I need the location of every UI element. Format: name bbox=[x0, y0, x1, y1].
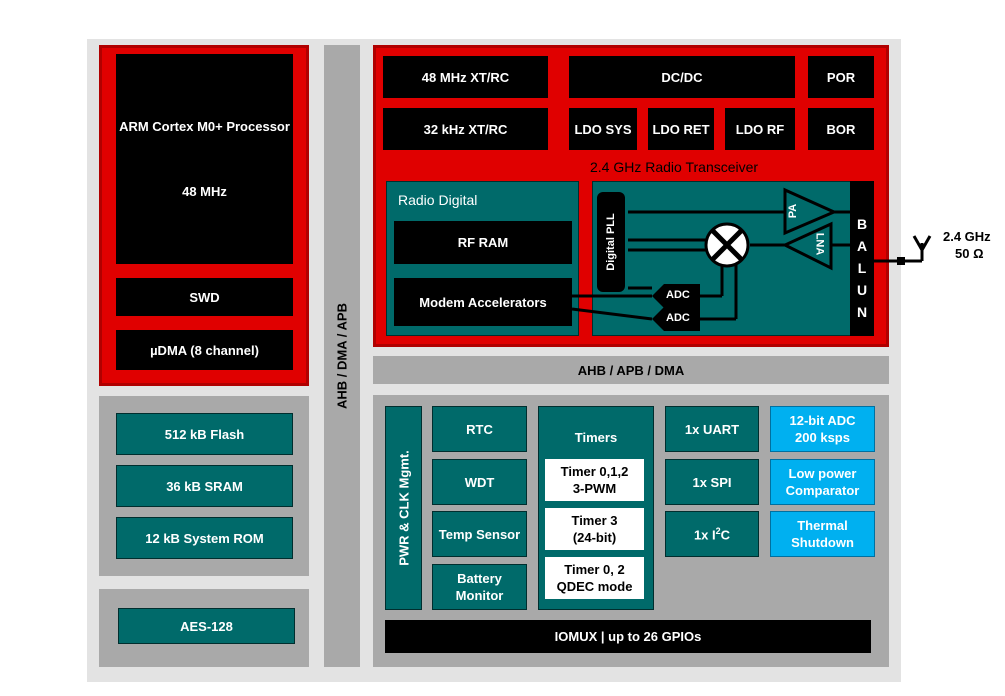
i2c-prefix: 1x I bbox=[693, 527, 716, 543]
iomux-box: IOMUX | up to 26 GPIOs bbox=[385, 620, 871, 653]
pll-box bbox=[597, 192, 625, 292]
adc1-label: ADC bbox=[666, 289, 690, 301]
ldo-rf-label: LDO RF bbox=[735, 121, 785, 137]
balun-box bbox=[850, 181, 874, 336]
comparator-box: Low power Comparator bbox=[770, 459, 875, 505]
por-label: POR bbox=[826, 69, 856, 85]
spi-box: 1x SPI bbox=[665, 459, 759, 505]
xtal32-box: 32 kHz XT/RC bbox=[383, 108, 548, 150]
spi-label: 1x SPI bbox=[692, 474, 732, 490]
rf-ram-label: RF RAM bbox=[457, 235, 509, 250]
ldo-sys-box: LDO SYS bbox=[569, 108, 637, 150]
aes-box: AES-128 bbox=[118, 608, 295, 644]
pwr-clk-label: PWR & CLK Mgmt. bbox=[396, 450, 411, 566]
flash-box: 512 kB Flash bbox=[116, 413, 293, 455]
udma-box: µDMA (8 channel) bbox=[116, 330, 293, 370]
timer-box-3: Timer 0, 2 QDEC mode bbox=[545, 557, 644, 599]
ldo-sys-label: LDO SYS bbox=[574, 121, 632, 137]
processor-label: ARM Cortex M0+ Processor bbox=[119, 119, 290, 134]
timer-label-3: Timer 0, 2 QDEC mode bbox=[556, 562, 633, 594]
por-box: POR bbox=[808, 56, 874, 98]
adc-label: 12-bit ADC 200 ksps bbox=[789, 413, 856, 445]
processor-frequency: 48 MHz bbox=[182, 184, 227, 199]
adc2-label: ADC bbox=[666, 312, 690, 324]
i2c-box: 1x I2C bbox=[665, 511, 759, 557]
horizontal-bus: AHB / APB / DMA bbox=[373, 356, 889, 384]
ldo-rf-box: LDO RF bbox=[725, 108, 795, 150]
pll-label: Digital PLL bbox=[605, 213, 617, 271]
antenna-connector bbox=[897, 257, 905, 265]
timer-label-2: Timer 3 (24-bit) bbox=[571, 513, 618, 545]
flash-label: 512 kB Flash bbox=[164, 426, 245, 442]
xtal48-label: 48 MHz XT/RC bbox=[421, 69, 510, 85]
udma-label: µDMA (8 channel) bbox=[150, 342, 259, 358]
modem-label: Modem Accelerators bbox=[419, 294, 547, 310]
rtc-label: RTC bbox=[466, 421, 493, 437]
antenna-impedance: 50 Ω bbox=[955, 246, 984, 261]
bor-box: BOR bbox=[808, 108, 874, 150]
pwr-clk-box: PWR & CLK Mgmt. bbox=[385, 406, 422, 610]
dcdc-box: DC/DC bbox=[569, 56, 795, 98]
temp-sensor-label: Temp Sensor bbox=[438, 526, 521, 542]
comparator-label: Low power Comparator bbox=[785, 466, 860, 498]
wdt-label: WDT bbox=[464, 474, 495, 490]
rom-box: 12 kB System ROM bbox=[116, 517, 293, 559]
ldo-ret-box: LDO RET bbox=[648, 108, 714, 150]
sram-box: 36 kB SRAM bbox=[116, 465, 293, 507]
uart-label: 1x UART bbox=[684, 421, 740, 437]
ldo-ret-label: LDO RET bbox=[652, 121, 710, 137]
adc1-shape bbox=[652, 284, 700, 308]
pll-label-wrap: Digital PLL bbox=[597, 192, 625, 292]
swd-label: SWD bbox=[189, 289, 220, 305]
radio-title: 2.4 GHz Radio Transceiver bbox=[590, 159, 759, 175]
horizontal-bus-label: AHB / APB / DMA bbox=[577, 362, 685, 378]
adc2-shape bbox=[652, 307, 700, 331]
sram-label: 36 kB SRAM bbox=[166, 478, 243, 494]
timers-title: Timers bbox=[574, 430, 618, 445]
bor-label: BOR bbox=[826, 121, 856, 137]
antenna-frequency: 2.4 GHz bbox=[943, 229, 991, 244]
pa-label: PA bbox=[787, 203, 800, 219]
iomux-label: IOMUX | up to 26 GPIOs bbox=[554, 629, 702, 644]
lna-amplifier bbox=[781, 221, 833, 271]
rtc-box: RTC bbox=[432, 406, 527, 452]
uart-box: 1x UART bbox=[665, 406, 759, 452]
dcdc-label: DC/DC bbox=[661, 69, 703, 85]
modem-box: Modem Accelerators bbox=[394, 278, 572, 326]
rom-label: 12 kB System ROM bbox=[145, 530, 264, 546]
i2c-suffix: C bbox=[720, 527, 731, 543]
temp-sensor-box: Temp Sensor bbox=[432, 511, 527, 557]
battery-monitor-label: Battery Monitor bbox=[455, 571, 504, 603]
i2c-label: 1x I2C bbox=[694, 526, 730, 542]
swd-box: SWD bbox=[116, 278, 293, 316]
battery-monitor-box: Battery Monitor bbox=[432, 564, 527, 610]
pa-amplifier bbox=[783, 187, 838, 236]
thermal-shutdown-box: Thermal Shutdown bbox=[770, 511, 875, 557]
xtal48-box: 48 MHz XT/RC bbox=[383, 56, 548, 98]
aes-label: AES-128 bbox=[180, 618, 233, 634]
timer-label-1: Timer 0,1,2 3-PWM bbox=[560, 464, 629, 496]
timer-box-1: Timer 0,1,2 3-PWM bbox=[545, 459, 644, 501]
vertical-bus: AHB / DMA / APB bbox=[324, 45, 360, 667]
i2c-superscript: 2 bbox=[715, 525, 721, 536]
lna-label: LNA bbox=[813, 232, 826, 256]
balun-label: B A L U N bbox=[856, 216, 868, 320]
adc-box: 12-bit ADC 200 ksps bbox=[770, 406, 875, 452]
xtal32-label: 32 kHz XT/RC bbox=[423, 121, 508, 137]
thermal-shutdown-label: Thermal Shutdown bbox=[791, 518, 854, 550]
timer-box-2: Timer 3 (24-bit) bbox=[545, 508, 644, 550]
mixer-cross-b bbox=[711, 229, 743, 261]
radio-digital-title: Radio Digital bbox=[398, 192, 478, 208]
processor-box: ARM Cortex M0+ Processor 48 MHz bbox=[116, 54, 293, 264]
wdt-box: WDT bbox=[432, 459, 527, 505]
rf-ram-box: RF RAM bbox=[394, 221, 572, 264]
